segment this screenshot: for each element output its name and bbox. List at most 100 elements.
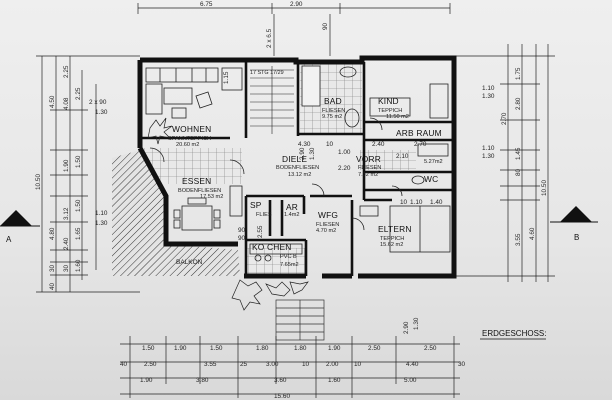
room-kochen-floor: PVC B: [280, 254, 297, 260]
room-eltern-area: 15.62 m2: [380, 242, 403, 248]
room-sp-floor: FLIES: [256, 212, 272, 218]
dim-b3-2: 3.60: [274, 377, 287, 384]
dim-left-m9: 2.40: [63, 237, 70, 250]
dim-b1-0: 1.50: [142, 345, 155, 352]
room-vorr-floor: FLIESEN: [358, 165, 381, 171]
room-bad-name: BAD: [324, 96, 342, 106]
dim-right-6: 4.60: [529, 227, 536, 240]
dim-left-m1: 4.08: [63, 97, 70, 110]
dim-right-total: 10.50: [541, 180, 548, 196]
dim-inner-12: 2.90: [299, 147, 306, 160]
dim-b3-0: 1.90: [140, 377, 153, 384]
dim-right-2: 2.80: [515, 97, 522, 110]
dim-inner-3: 1.00: [338, 149, 351, 156]
dim-b2-9: 30: [458, 361, 466, 368]
section-marker-b: B: [550, 206, 598, 242]
dim-left-w1: 2 x 90: [89, 99, 107, 106]
section-a-label: A: [6, 235, 12, 244]
dim-b2-8: 4.40: [406, 361, 419, 368]
room-arb-area: 5.27m2: [424, 159, 443, 165]
dim-inner-2: 10: [326, 141, 334, 148]
dim-b2-3: 25: [240, 361, 248, 368]
dim-inner-18: 1.40: [430, 199, 443, 206]
plan-title-text: ERDGESCHOSS:: [482, 329, 546, 338]
section-b-label: B: [574, 233, 579, 242]
room-sp-name: SP: [250, 200, 262, 210]
dim-bottom-total: 15.60: [274, 393, 290, 400]
dim-inner-9: 90: [238, 227, 246, 234]
room-wfg-name: WFG: [318, 210, 338, 220]
dim-left-m3: 1.50: [75, 155, 82, 168]
dim-inner-4: 2.40: [372, 141, 385, 148]
dim-left-w3: 1.10: [95, 210, 108, 217]
dim-left-m8: 1.65: [75, 227, 82, 240]
dim-top-v2: 90: [322, 22, 329, 30]
dim-b1-2: 1.50: [210, 345, 223, 352]
room-diele-floor: BODENFLIESEN: [276, 165, 319, 171]
dim-inner-10: 90: [238, 235, 246, 242]
dim-left-m10: 1.60: [75, 259, 82, 272]
dim-inner-7: 2.10: [396, 153, 409, 160]
room-labels: WOHNEN SPANNTEPPICH 20.60 m2 BAD FLIESEN…: [168, 70, 443, 268]
dim-b3-1: 3.80: [196, 377, 209, 384]
dim-inner-17: 1.10: [410, 199, 423, 206]
dim-left-o3: 4.80: [49, 227, 56, 240]
dim-left-m4: 3.12: [63, 207, 70, 220]
room-bad-floor: FLIESEN: [322, 108, 345, 114]
room-eltern-name: ELTERN: [378, 224, 412, 234]
dim-b1-1: 1.90: [174, 345, 187, 352]
dim-left-m13: 40: [49, 282, 56, 290]
dim-inner-16: 10: [400, 199, 408, 206]
room-kochen-area: 7.65m2: [280, 262, 299, 268]
dim-b3-4: 5.00: [404, 377, 417, 384]
dim-right-w2: 1.30: [482, 93, 495, 100]
dim-b1-6: 2.50: [368, 345, 381, 352]
room-ar-area: 1.4m2: [284, 212, 300, 218]
dim-b1-7: 2.50: [424, 345, 437, 352]
room-essen-area: 17.53 m2: [200, 194, 223, 200]
room-vorr-name: VORR: [356, 154, 381, 164]
dim-right-3: 2.70: [501, 112, 508, 125]
plan-title: ERDGESCHOSS:: [480, 329, 546, 340]
dim-left-total: 10.50: [35, 174, 42, 190]
dimension-top: 6.75 2.90 2 x 6.5 90: [137, 1, 451, 56]
dim-b2-0: 40: [120, 361, 128, 368]
dim-left-m6: 1.90: [63, 159, 70, 172]
dim-right-7: 3.55: [515, 233, 522, 246]
dim-inner-11: 2.55: [257, 225, 264, 238]
dim-left-m11: 30: [49, 264, 56, 272]
dim-inner-8: 1.15: [223, 71, 230, 84]
dim-inner-6: 2.20: [338, 165, 351, 172]
dim-b1-4: 1.80: [294, 345, 307, 352]
dim-b2-7: 10: [354, 361, 362, 368]
furniture: [145, 65, 451, 341]
dim-left-m5: 1.50: [75, 199, 82, 212]
room-arb-name: ARB RAUM: [396, 128, 442, 138]
room-kind-floor: TEPPICH: [378, 108, 402, 114]
dim-inner-14: 2.90: [403, 321, 410, 334]
dim-b2-5: 10: [302, 361, 310, 368]
dim-b2-4: 3.00: [266, 361, 279, 368]
dimension-left: 10.50 4.50 4.80 4.08 2.25 1.50 3.12 1.50…: [35, 55, 140, 293]
room-ar-name: AR: [286, 202, 298, 212]
dim-right-w1: 1.10: [482, 85, 495, 92]
dim-right-w3: 1.10: [482, 145, 495, 152]
dim-b2-2: 3.55: [204, 361, 217, 368]
dim-inner-1: 4.30: [298, 141, 311, 148]
dim-b1-3: 1.80: [256, 345, 269, 352]
room-bad-area: 9.75 m2: [322, 114, 342, 120]
dim-inner-5: 2.70: [414, 141, 427, 148]
dim-left-w2: 1.30: [95, 109, 108, 116]
dim-left-m2: 2.25: [75, 87, 82, 100]
interior-dimensions: 4.30 10 1.00 2.40 2.70 2.20 2.10 1.15 90…: [223, 71, 443, 334]
room-kochen-name: KO CHEN: [252, 242, 292, 252]
room-diele-name: DIELE: [282, 154, 307, 164]
dimension-bottom: 1.50 1.90 1.50 1.80 1.80 1.90 2.50 2.50 …: [120, 336, 466, 400]
room-wohnen-area: 20.60 m2: [176, 142, 199, 148]
dim-inner-15: 1.30: [413, 317, 420, 330]
dim-b2-6: 2.00: [326, 361, 339, 368]
dim-inner-13: 1.30: [309, 147, 316, 160]
room-essen-floor: BODENFLIESEN: [178, 188, 221, 194]
